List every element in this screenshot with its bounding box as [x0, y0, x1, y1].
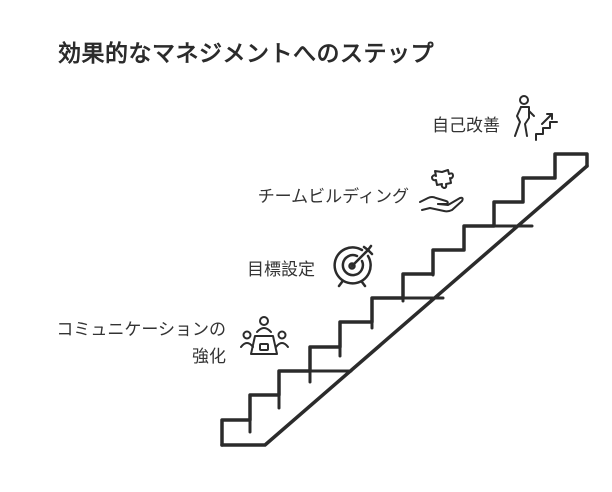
person-climbing-stairs-icon: [508, 94, 560, 146]
step-label-communication-line2: 強化: [192, 347, 226, 367]
step-label-team-building: チームビルディング: [257, 187, 409, 207]
meeting-table-icon: [240, 314, 290, 360]
step-label-communication: コミュニケーションの 強化: [56, 317, 226, 371]
step-label-goal-setting: 目標設定: [247, 260, 315, 280]
staircase-stringer: [220, 164, 589, 447]
target-arrow-icon: [330, 242, 376, 288]
staircase-steps: [220, 152, 589, 447]
step-label-self-improvement: 自己改善: [432, 116, 500, 136]
hand-puzzle-icon: [418, 166, 466, 216]
step-label-communication-line1: コミュニケーションの: [56, 320, 226, 340]
diagram-title: 効果的なマネジメントへのステップ: [58, 41, 434, 67]
staircase-risers: [248, 272, 435, 434]
staircase-tread-lines: [308, 224, 534, 373]
